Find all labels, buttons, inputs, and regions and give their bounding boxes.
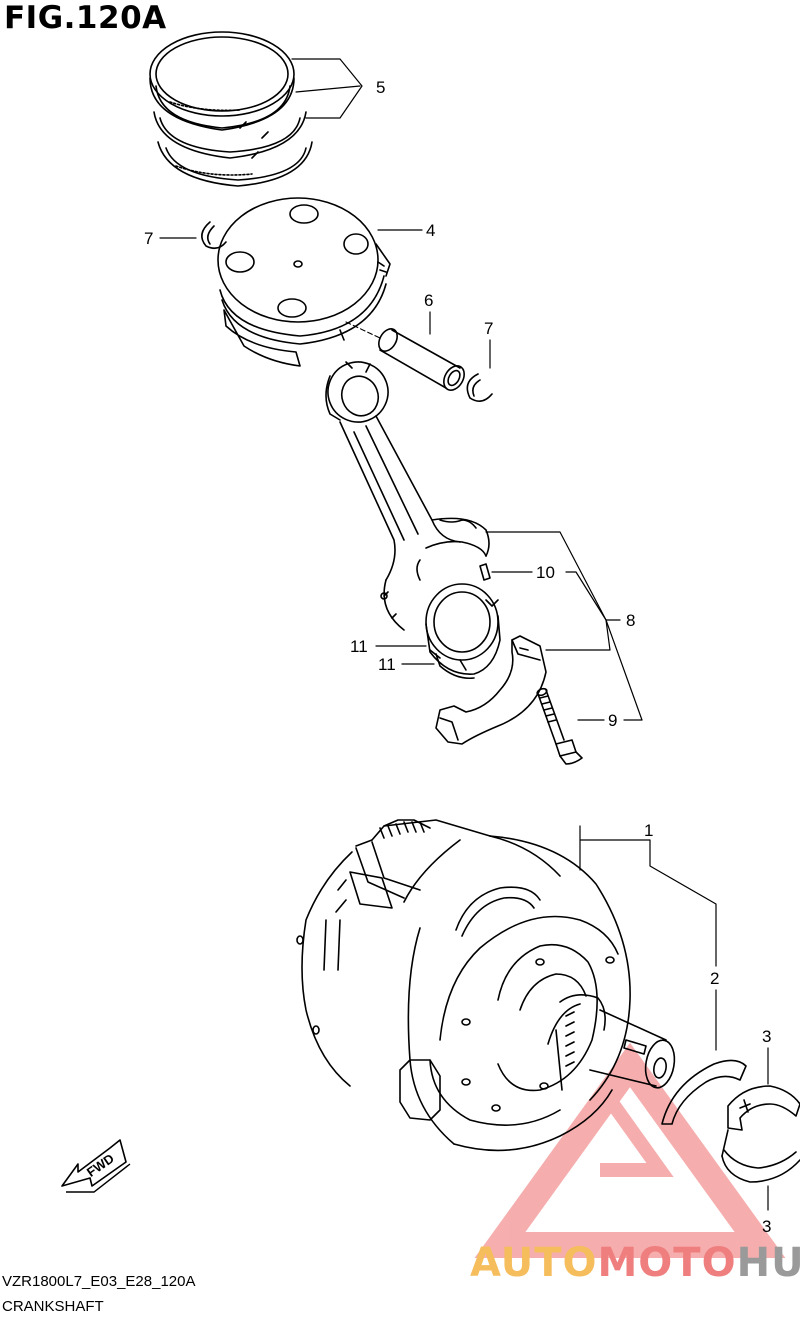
piston-rings: [149, 31, 313, 187]
callout-4: 4: [426, 221, 435, 240]
callout-10: 10: [536, 563, 555, 582]
callout-8: 8: [626, 611, 635, 630]
callout-11-lower: 11: [378, 655, 396, 674]
callout-2: 2: [710, 969, 719, 988]
piston-pin-circlip-right: [466, 373, 493, 402]
callout-11-upper: 11: [350, 637, 368, 656]
figure-title: FIG.120A: [4, 0, 167, 36]
connecting-rod-dowel-pin: [479, 563, 491, 581]
piston-pin: [345, 321, 465, 391]
fwd-arrow-icon: FWD: [61, 1139, 131, 1193]
callout-3-upper: 3: [762, 1027, 771, 1046]
callout-5: 5: [376, 78, 385, 97]
watermark-logo-icon: [474, 1042, 786, 1258]
figure-name: CRANKSHAFT: [2, 1298, 104, 1315]
thrust-washer: [661, 1059, 747, 1125]
watermark-part2: MOTO: [597, 1240, 737, 1286]
figure-code: VZR1800L7_E03_E28_120A: [2, 1273, 196, 1290]
callout-3-lower: 3: [762, 1217, 771, 1236]
conrod-bolt: [536, 687, 583, 765]
watermark-part3: HUB: [736, 1240, 800, 1286]
piston: [217, 197, 391, 367]
callout-1: 1: [644, 821, 653, 840]
callout-9: 9: [608, 711, 617, 730]
watermark-logo-text: AUTOMOTOHUB: [470, 1240, 800, 1286]
callout-7-right: 7: [484, 319, 493, 338]
callout-6: 6: [424, 291, 433, 310]
connecting-rod-cap: [435, 635, 547, 745]
crankshaft-bearing-halves: [721, 1085, 800, 1183]
piston-pin-circlip-left: [201, 221, 227, 250]
watermark-part1: AUTO: [470, 1240, 598, 1286]
conrod-bearing-shells: [425, 583, 501, 680]
connecting-rod: [325, 361, 490, 631]
crankshaft-assembly: [296, 819, 676, 1152]
callout-7-left: 7: [144, 229, 153, 248]
